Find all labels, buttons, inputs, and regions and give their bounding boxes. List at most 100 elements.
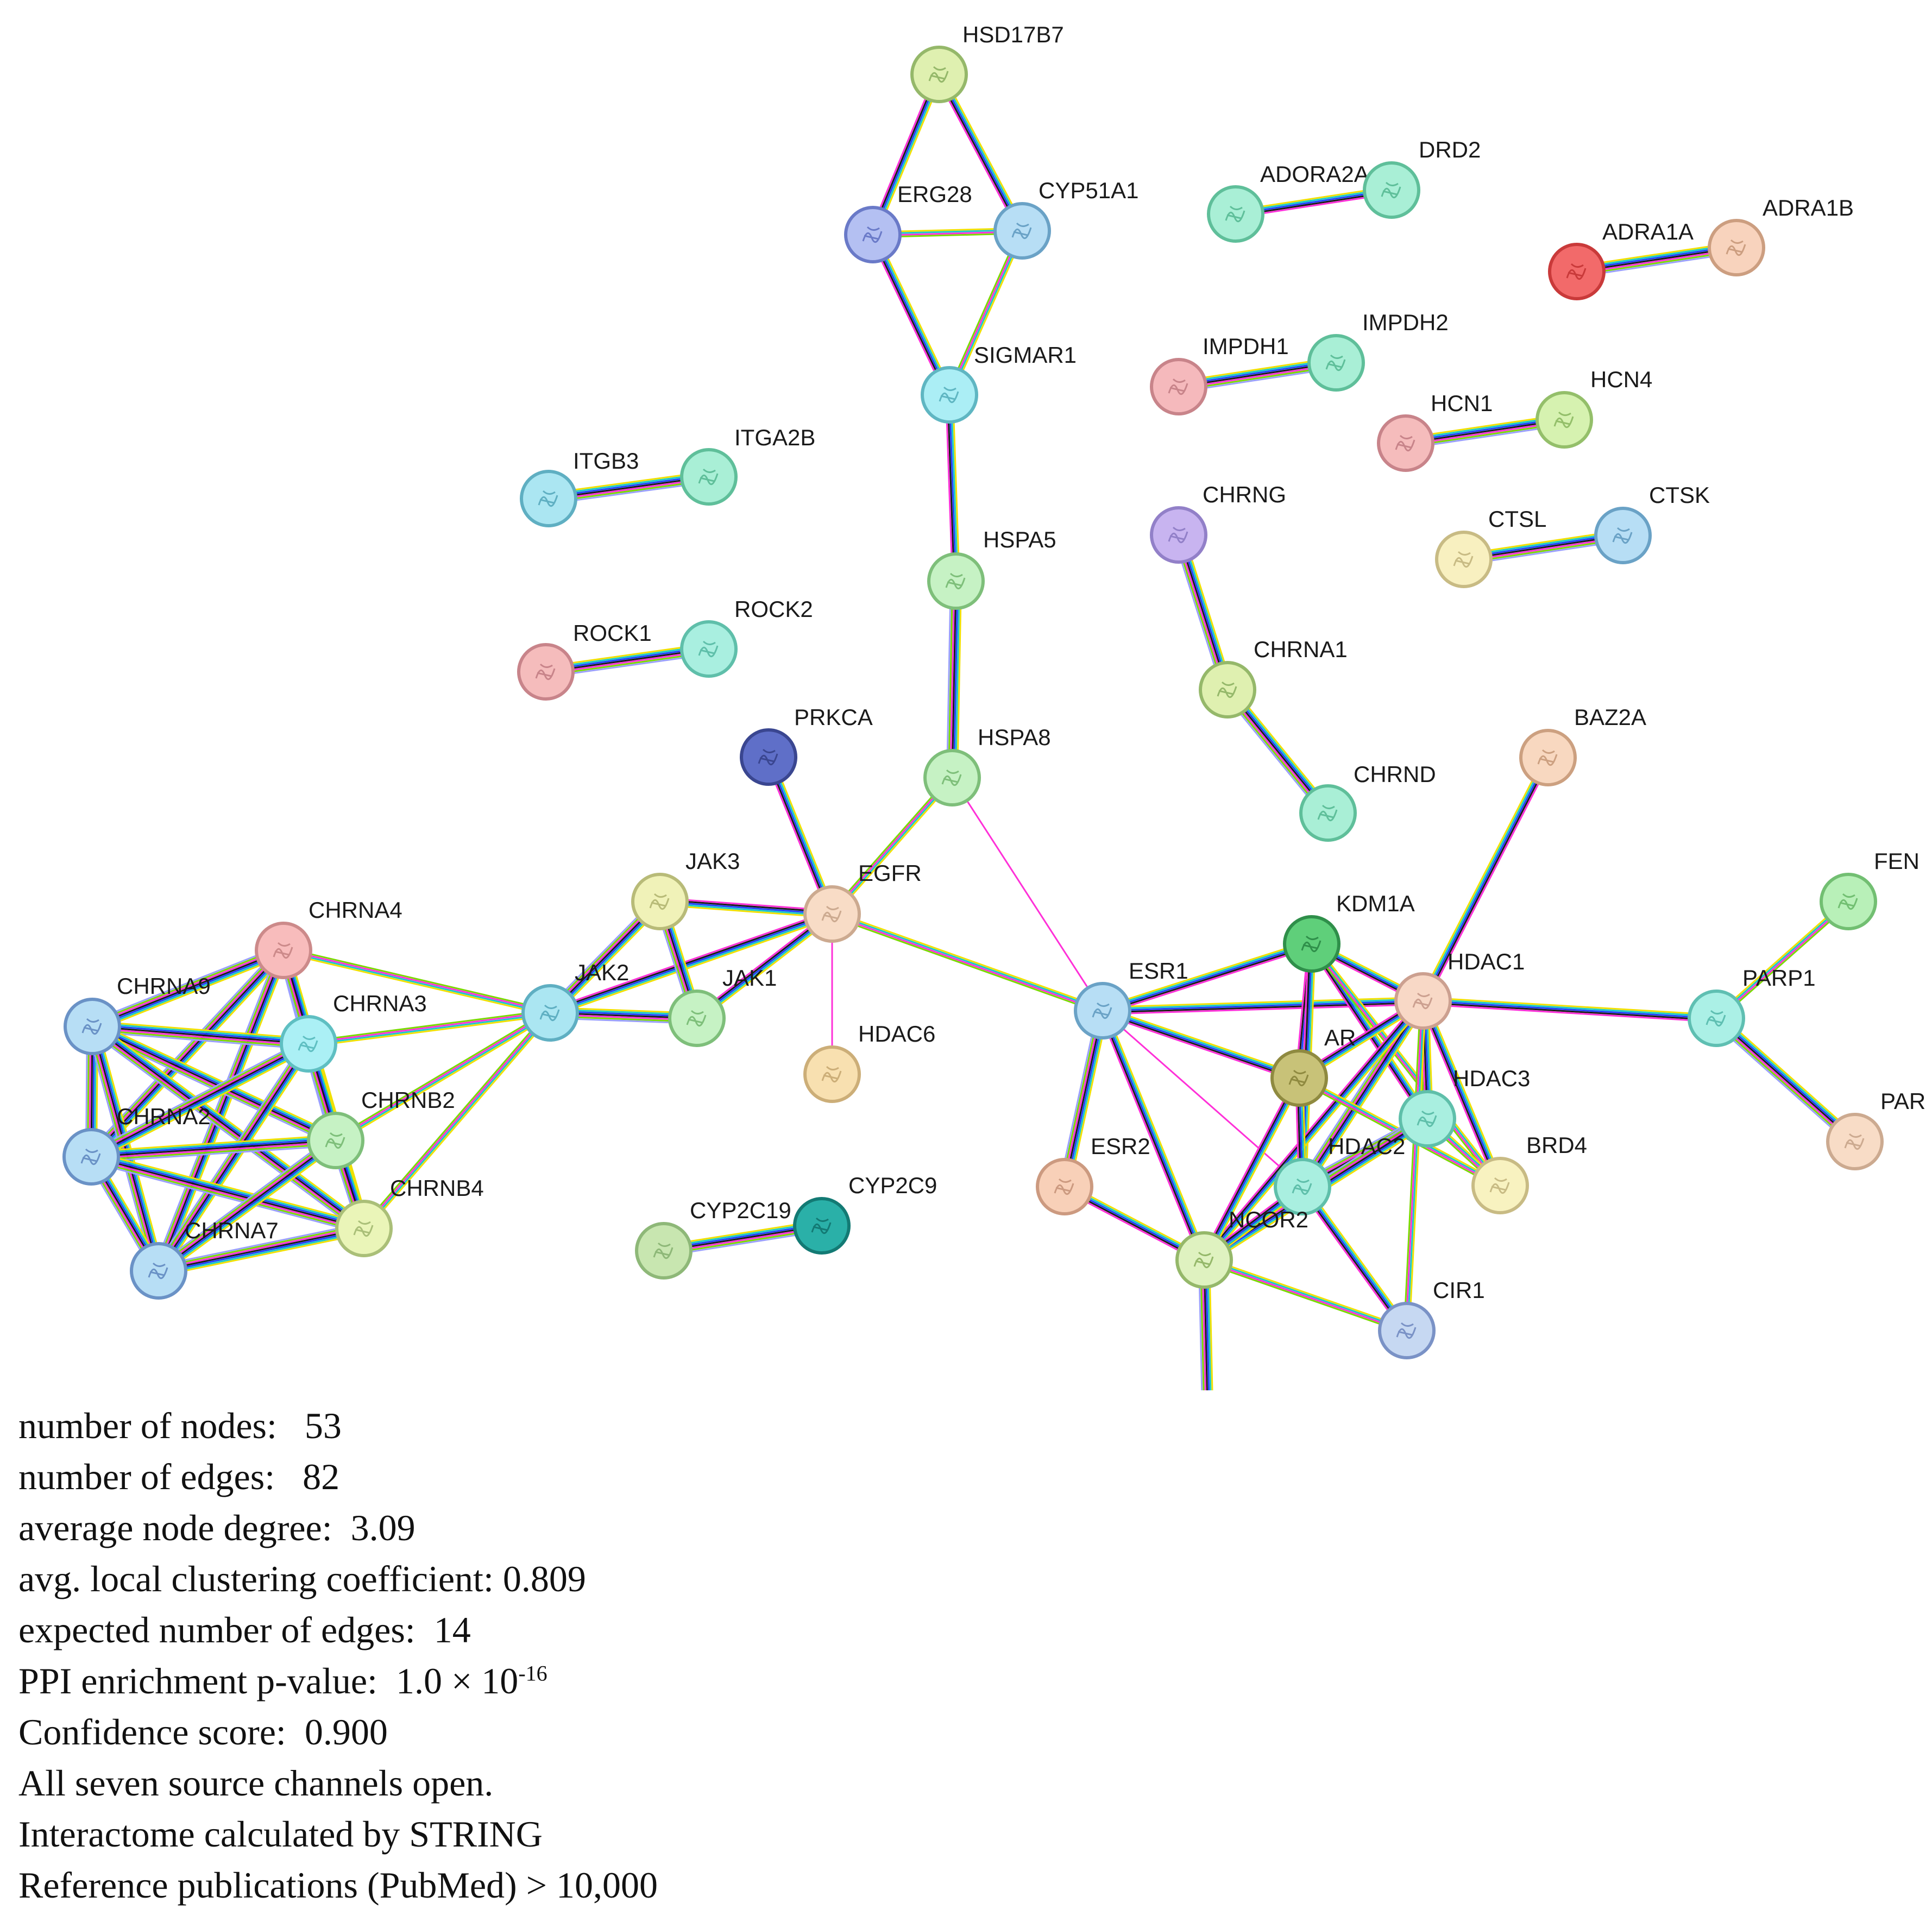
node-chrna3[interactable]: CHRNA3 [280,991,427,1073]
node-circle[interactable] [910,46,968,103]
node-cyp2c19[interactable]: CYP2C19 [635,1198,791,1280]
node-circle[interactable] [1394,972,1452,1030]
node-circle[interactable] [1435,531,1493,588]
node-chrng[interactable]: CHRNG [1150,482,1286,564]
node-adra1a[interactable]: ADRA1A [1548,219,1694,300]
node-ar[interactable]: AR [1270,1025,1356,1107]
node-sigmar1[interactable]: SIGMAR1 [921,342,1077,424]
node-circle[interactable] [1594,507,1652,564]
node-circle[interactable] [1471,1157,1529,1214]
node-circle[interactable] [635,1222,693,1280]
node-erg28[interactable]: ERG28 [844,181,972,263]
node-circle[interactable] [307,1112,364,1169]
node-rock1[interactable]: ROCK1 [517,620,652,701]
node-ctsk[interactable]: CTSK [1594,482,1710,564]
node-chrnb4[interactable]: CHRNB4 [335,1175,484,1257]
node-brd4[interactable]: BRD4 [1471,1132,1587,1214]
node-circle[interactable] [255,922,312,979]
node-circle[interactable] [803,885,861,943]
node-impdh2[interactable]: IMPDH2 [1307,310,1449,392]
node-circle[interactable] [1150,358,1207,415]
node-circle[interactable] [64,998,121,1055]
node-circle[interactable] [1270,1049,1328,1107]
node-hspa5[interactable]: HSPA5 [927,527,1056,610]
node-chrna2[interactable]: CHRNA2 [62,1104,211,1186]
node-circle[interactable] [1820,873,1877,930]
node-circle[interactable] [280,1015,337,1073]
node-circle[interactable] [1299,784,1357,842]
node-circle[interactable] [668,990,726,1047]
node-circle[interactable] [1363,161,1420,219]
node-chrna1[interactable]: CHRNA1 [1199,637,1348,719]
node-circle[interactable] [1688,990,1745,1047]
node-chrna7[interactable]: CHRNA7 [130,1218,279,1300]
node-chrna4[interactable]: CHRNA4 [255,897,402,979]
node-circle[interactable] [803,1045,861,1103]
node-circle[interactable] [1535,391,1593,449]
node-circle[interactable] [517,643,575,701]
node-circle[interactable] [1207,185,1264,243]
node-circle[interactable] [1074,982,1131,1039]
node-circle[interactable] [62,1128,120,1186]
node-esr1[interactable]: ESR1 [1074,958,1188,1039]
node-chrnb2[interactable]: CHRNB2 [307,1087,455,1169]
node-circle[interactable] [1519,729,1577,786]
node-circle[interactable] [1307,334,1365,392]
node-jak2[interactable]: JAK2 [521,960,629,1042]
node-circle[interactable] [844,206,902,263]
node-hdac2[interactable]: HDAC2 [1274,1133,1405,1215]
node-impdh1[interactable]: IMPDH1 [1150,333,1289,415]
node-rock2[interactable]: ROCK2 [680,596,813,678]
node-circle[interactable] [521,984,579,1042]
node-circle[interactable] [993,202,1051,260]
node-circle[interactable] [1377,414,1434,472]
node-chrna9[interactable]: CHRNA9 [64,973,211,1055]
node-kdm1a[interactable]: KDM1A [1283,891,1415,973]
node-circle[interactable] [680,620,738,678]
node-circle[interactable] [921,366,978,424]
node-cyp51a1[interactable]: CYP51A1 [993,178,1138,260]
node-jak3[interactable]: JAK3 [631,848,740,930]
node-circle[interactable] [520,470,577,527]
node-esr2[interactable]: ESR2 [1036,1133,1150,1215]
node-circle[interactable] [1548,243,1606,300]
node-cir1[interactable]: CIR1 [1378,1277,1485,1359]
node-ncor2[interactable]: NCOR2 [1175,1207,1308,1289]
node-circle[interactable] [923,749,981,806]
node-fen[interactable]: FEN [1820,848,1920,930]
node-hdac3[interactable]: HDAC3 [1399,1066,1530,1148]
node-circle[interactable] [631,873,689,930]
node-par[interactable]: PAR [1826,1088,1925,1170]
node-circle[interactable] [740,728,797,786]
node-circle[interactable] [1175,1231,1233,1289]
node-egfr[interactable]: EGFR [803,860,922,943]
node-chrnd[interactable]: CHRND [1299,761,1436,842]
node-hsd17b7[interactable]: HSD17B7 [910,22,1064,103]
node-ctsl[interactable]: CTSL [1435,506,1546,588]
node-hcn4[interactable]: HCN4 [1535,367,1652,449]
node-hcn1[interactable]: HCN1 [1377,390,1493,472]
node-circle[interactable] [1199,661,1256,719]
node-circle[interactable] [1150,506,1207,564]
node-circle[interactable] [1399,1090,1456,1148]
node-circle[interactable] [927,552,985,610]
node-baz2a[interactable]: BAZ2A [1519,704,1646,786]
node-jak1[interactable]: JAK1 [668,965,777,1047]
node-itga2b[interactable]: ITGA2B [680,425,815,506]
node-prkca[interactable]: PRKCA [740,704,873,786]
node-hspa8[interactable]: HSPA8 [923,724,1051,806]
node-circle[interactable] [680,448,738,506]
node-circle[interactable] [335,1200,393,1257]
node-hdac6[interactable]: HDAC6 [803,1021,935,1103]
node-circle[interactable] [1378,1302,1436,1359]
node-circle[interactable] [130,1242,187,1300]
node-circle[interactable] [1274,1158,1331,1215]
node-circle[interactable] [1036,1158,1093,1215]
node-adra1b[interactable]: ADRA1B [1708,195,1854,276]
node-adora2a[interactable]: ADORA2A [1207,161,1369,243]
node-hdac1[interactable]: HDAC1 [1394,949,1525,1030]
node-parp1[interactable]: PARP1 [1688,965,1816,1047]
node-cyp2c9[interactable]: CYP2C9 [793,1173,937,1255]
node-circle[interactable] [1826,1113,1884,1170]
node-itgb3[interactable]: ITGB3 [520,448,639,527]
